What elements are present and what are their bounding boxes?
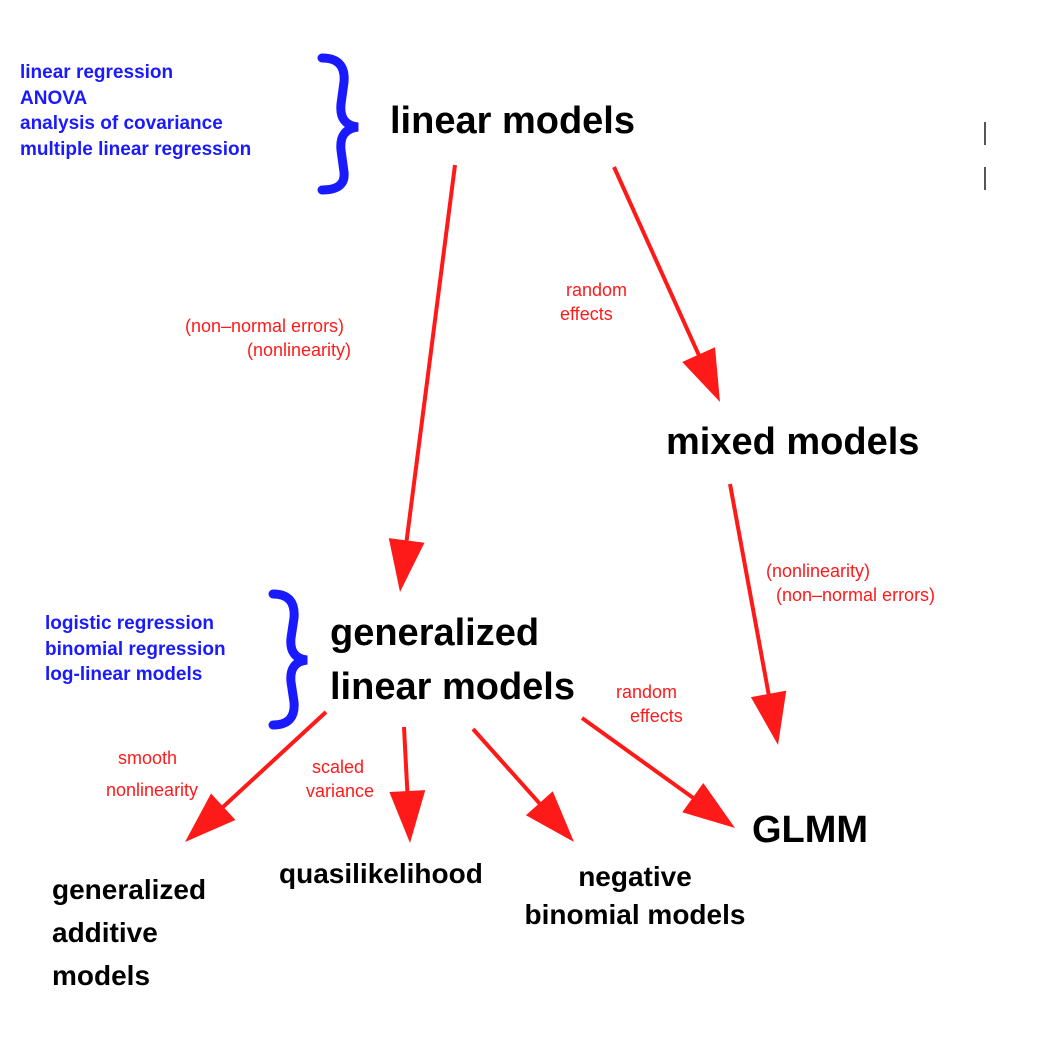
gam-label-line-2: additive xyxy=(52,917,158,948)
quasilikelihood-label: quasilikelihood xyxy=(279,858,483,889)
edge-label-line: variance xyxy=(306,781,375,802)
linear-example-item: ANOVA xyxy=(20,87,88,109)
glm-node: generalized linear models xyxy=(330,606,575,714)
glmm-label: GLMM xyxy=(752,809,869,851)
glm-label-line-2: linear models xyxy=(330,666,575,708)
arrow-linear-to-glm-head xyxy=(388,538,425,592)
gam-node: generalized additive models xyxy=(52,868,206,997)
mixed-to-glmm-label: (nonlinearity) (non–normal errors) xyxy=(766,559,935,608)
arrow-linear-to-glm-shaft xyxy=(404,164,457,543)
arrow-glm-to-negbin-shaft xyxy=(471,727,543,807)
glmm-node: GLMM xyxy=(752,809,868,853)
arrow-glm-to-quasi-head xyxy=(389,790,426,843)
linear-models-examples: linear regression ANOVA analysis of cova… xyxy=(20,60,251,163)
mixed-models-label: mixed models xyxy=(666,421,920,463)
negative-binomial-line-1: negative xyxy=(578,861,692,892)
linear-example-item: analysis of covariance xyxy=(20,113,223,135)
arrow-mixed-to-glmm-head xyxy=(750,690,787,745)
linear-models-label: linear models xyxy=(390,100,635,142)
arrow-mixed-to-glmm-shaft xyxy=(728,483,771,697)
edge-label-line: (nonlinearity) xyxy=(766,561,871,581)
mixed-models-node: mixed models xyxy=(666,421,919,465)
glm-to-gam-label: smooth nonlinearity xyxy=(106,742,198,806)
arrow-glm-to-glmm-shaft xyxy=(580,716,696,801)
gam-label-line-1: generalized xyxy=(52,874,207,905)
arrow-linear-to-mixed-head xyxy=(682,347,720,402)
linear-example-item: multiple linear regression xyxy=(20,138,252,160)
arrow-glm-to-gam-shaft xyxy=(220,710,328,810)
glm-example-item: logistic regression xyxy=(45,613,214,634)
edge-label-line: scaled xyxy=(312,757,365,777)
glm-list-brace xyxy=(268,589,308,730)
edge-label-line: smooth xyxy=(118,748,178,768)
edge-label-line: (nonlinearity) xyxy=(247,340,352,361)
edge-label-line: (non–normal errors) xyxy=(776,585,936,606)
arrow-glm-to-quasi-shaft xyxy=(402,726,410,794)
glm-example-item: binomial regression xyxy=(45,638,226,660)
linear-models-node: linear models xyxy=(390,100,635,144)
glm-example-item: log-linear models xyxy=(45,664,203,686)
linear-to-glm-label: (non–normal errors) (nonlinearity) xyxy=(185,314,351,363)
quasilikelihood-node: quasilikelihood xyxy=(279,858,483,890)
gam-label-line-3: models xyxy=(52,960,151,991)
edge-label-line: random xyxy=(616,682,678,702)
edge-label-line: effects xyxy=(630,706,683,727)
glm-to-glmm-label: random effects xyxy=(614,680,683,729)
edge-label-line: random xyxy=(566,280,628,300)
arrow-glm-to-glmm-head xyxy=(682,783,735,828)
glm-to-quasi-label: scaled variance xyxy=(306,755,374,804)
edge-label-line: nonlinearity xyxy=(106,780,199,800)
negative-binomial-node: negative binomial models xyxy=(510,858,760,934)
edge-label-line: effects xyxy=(560,304,613,325)
negative-binomial-line-2: binomial models xyxy=(524,899,746,930)
arrow-glm-to-negbin-head xyxy=(525,791,574,842)
glm-label-line-1: generalized xyxy=(330,612,540,654)
linear-to-mixed-label: random effects xyxy=(560,278,627,327)
linear-example-item: linear regression xyxy=(20,62,174,83)
edge-label-line: (non–normal errors) xyxy=(185,316,345,336)
arrow-linear-to-mixed-shaft xyxy=(612,166,702,358)
arrow-glm-to-gam-head xyxy=(185,793,236,842)
linear-list-brace xyxy=(317,53,359,195)
glm-examples: logistic regression binomial regression … xyxy=(45,611,226,688)
